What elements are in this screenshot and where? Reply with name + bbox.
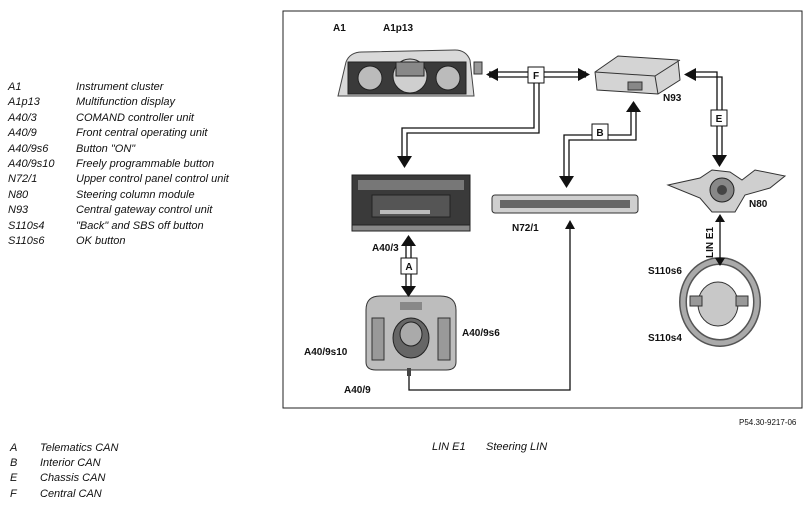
legend-item-desc: Steering column module: [76, 188, 195, 201]
legend-item-row: A1 Instrument cluster: [8, 80, 229, 95]
label-n93: N93: [663, 93, 682, 104]
legend-item-row: S110s6 OK button: [8, 234, 229, 249]
legend-item-row: A40/9 Front central operating unit: [8, 126, 229, 141]
legend-item-desc: Upper control panel control unit: [76, 173, 229, 186]
legend-item-desc: OK button: [76, 235, 126, 248]
bus-legend-item-row: F Central CAN: [10, 487, 118, 502]
bus-legend-item-desc: Interior CAN: [40, 457, 101, 470]
legend-item-desc: Button "ON": [76, 142, 136, 155]
bus-legend-item-desc: Telematics CAN: [40, 442, 119, 454]
label-a40-9s10: A40/9s10: [304, 347, 348, 358]
bus-legend-item-code: F: [10, 487, 17, 500]
legend-item-row: A40/3 COMAND controller unit: [8, 111, 229, 126]
bus-legend: A Telematics CAN B Interior CAN E Chassis CAN…: [10, 441, 118, 502]
lin-legend: LIN E1 Steering LIN: [432, 441, 547, 453]
bus-legend-item-code: A: [10, 442, 18, 454]
svg-text:F: F: [533, 71, 539, 82]
legend-item-row: N80 Steering column module: [8, 188, 229, 203]
label-s110s6: S110s6: [648, 266, 682, 277]
label-n80: N80: [749, 199, 768, 210]
steering-wheel-icon: [679, 257, 761, 347]
legend-item-desc: Instrument cluster: [76, 81, 164, 93]
svg-text:E: E: [716, 114, 723, 125]
bus-legend-item-desc: Chassis CAN: [40, 472, 106, 485]
bus-legend-item-desc: Central CAN: [40, 487, 102, 500]
reference-code: P54.30-9217-06: [739, 418, 797, 427]
label-a1p13: A1p13: [383, 23, 413, 34]
legend-item-desc: Front central operating unit: [76, 127, 208, 140]
label-a1: A1: [333, 23, 346, 34]
legend-item-code: A40/9s10: [8, 158, 55, 171]
legend-item-row: A40/9s10 Freely programmable button: [8, 157, 229, 172]
bus-box-a: A: [400, 257, 418, 275]
front-central-operating-unit-icon: [365, 295, 457, 376]
bus-legend-item-code: B: [10, 457, 18, 470]
diagram-frame: [282, 10, 803, 409]
legend-item-desc: Central gateway control unit: [76, 204, 213, 217]
legend-item-row: A1p13 Multifunction display: [8, 95, 229, 110]
legend-item-code: A40/9: [8, 127, 37, 140]
legend-item-desc: COMAND controller unit: [76, 111, 194, 124]
legend-item-row: S110s4 "Back" and SBS off button: [8, 219, 229, 234]
legend-item-desc: "Back" and SBS off button: [76, 219, 204, 232]
steering-column-module-icon: [666, 169, 787, 213]
legend-item-code: A40/9s6: [8, 142, 49, 155]
label-n72-1: N72/1: [512, 223, 539, 234]
legend-item-row: N72/1 Upper control panel control unit: [8, 172, 229, 187]
gateway-unit-icon: [594, 55, 681, 95]
comand-controller-icon: [351, 174, 471, 232]
legend-item-desc: Freely programmable button: [76, 158, 215, 171]
legend-item-code: N93: [8, 204, 29, 217]
bus-box-f: F: [527, 66, 545, 84]
label-a40-9: A40/9: [344, 385, 371, 396]
instrument-cluster-icon: [337, 49, 483, 97]
label-lin-e1: LIN E1: [705, 226, 716, 258]
legend-item-code: S110s6: [8, 235, 45, 248]
label-a40-3: A40/3: [372, 243, 399, 254]
legend-item-code: A1p13: [8, 96, 40, 109]
legend-item-code: A1: [8, 81, 22, 93]
lin-legend-desc: Steering LIN: [486, 441, 548, 453]
bus-box-e: E: [710, 109, 728, 127]
svg-text:B: B: [596, 128, 603, 139]
legend-item-code: S110s4: [8, 219, 45, 232]
lin-legend-code: LIN E1: [432, 441, 466, 453]
bus-legend-item-row: A Telematics CAN: [10, 441, 118, 456]
bus-legend-item-row: B Interior CAN: [10, 456, 118, 471]
upper-control-panel-icon: [491, 194, 639, 214]
legend-item-row: A40/9s6 Button "ON": [8, 142, 229, 157]
bus-box-b: B: [591, 123, 609, 141]
legend-item-code: A40/3: [8, 111, 37, 124]
label-s110s4: S110s4: [648, 333, 682, 344]
bus-legend-item-row: E Chassis CAN: [10, 471, 118, 486]
legend-item-desc: Multifunction display: [76, 96, 176, 109]
legend-item-row: N93 Central gateway control unit: [8, 203, 229, 218]
legend-item-code: N72/1: [8, 173, 38, 186]
bus-legend-item-code: E: [10, 472, 18, 485]
svg-text:A: A: [405, 262, 412, 273]
label-a40-9s6: A40/9s6: [462, 328, 500, 339]
legend-item-code: N80: [8, 188, 29, 201]
